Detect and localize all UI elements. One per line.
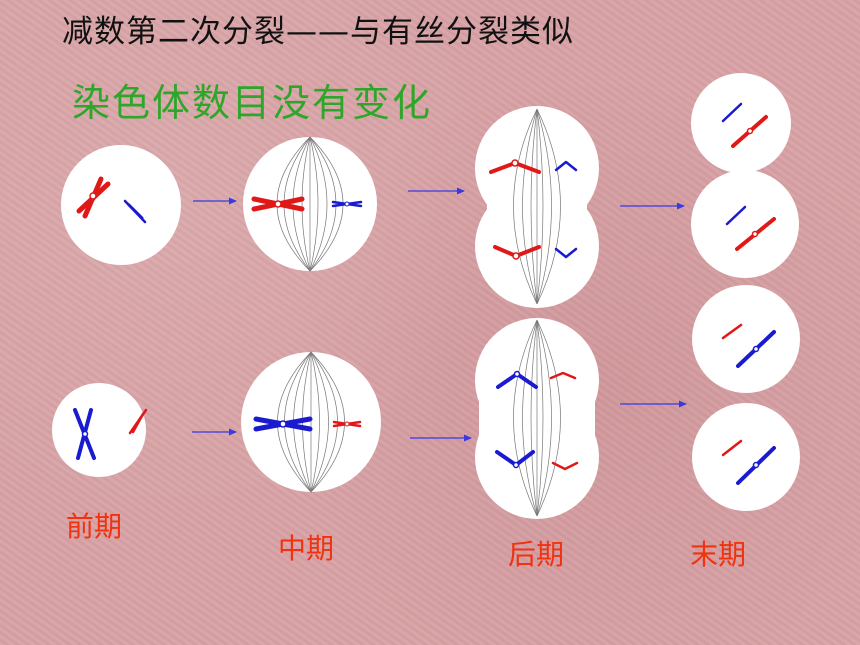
red-chromosome xyxy=(128,408,148,435)
cell-membrane xyxy=(61,145,181,265)
spindle-fibers xyxy=(513,108,561,305)
stage-label-prophase: 前期 xyxy=(66,510,123,543)
red-chromatid-bottom xyxy=(551,461,579,471)
stage-label-telophase: 末期 xyxy=(690,538,747,571)
spindle-fibers xyxy=(513,319,561,517)
red-chromosome xyxy=(76,176,111,219)
red-chromatid-top xyxy=(549,371,577,380)
blue-chromosome xyxy=(73,408,96,460)
bottom-anaphase-cell xyxy=(475,318,599,519)
blue-chromosome xyxy=(331,200,363,208)
stage-label-metaphase: 中期 xyxy=(278,532,335,565)
blue-chromatid-top xyxy=(554,160,578,172)
top-metaphase-cell xyxy=(243,136,377,272)
red-chromosome xyxy=(251,196,305,212)
blue-chromatid-bottom xyxy=(554,247,578,259)
bottom-prophase-cell xyxy=(52,383,148,477)
blue-chromosome xyxy=(253,416,313,432)
blue-chromosome xyxy=(123,199,147,224)
bottom-telophase-cell-1 xyxy=(692,285,800,393)
red-chromatid-bottom xyxy=(493,245,541,260)
bottom-row xyxy=(52,285,800,519)
stage-label-anaphase: 后期 xyxy=(508,538,565,571)
top-row xyxy=(61,73,799,308)
slide-subtitle: 染色体数目没有变化 xyxy=(72,81,433,125)
red-chromosome xyxy=(332,420,362,428)
slide-title: 减数第二次分裂——与有丝分裂类似 xyxy=(62,14,574,50)
top-anaphase-cell xyxy=(475,106,599,308)
top-prophase-cell xyxy=(61,145,181,265)
red-chromatid-top xyxy=(489,159,541,174)
blue-chromatid-top xyxy=(496,370,538,389)
top-telophase-cell-2 xyxy=(691,170,799,278)
bottom-metaphase-cell xyxy=(241,351,381,493)
bottom-telophase-cell-2 xyxy=(692,403,800,511)
blue-chromatid-bottom xyxy=(495,450,535,469)
top-telophase-cell-1 xyxy=(691,73,791,173)
